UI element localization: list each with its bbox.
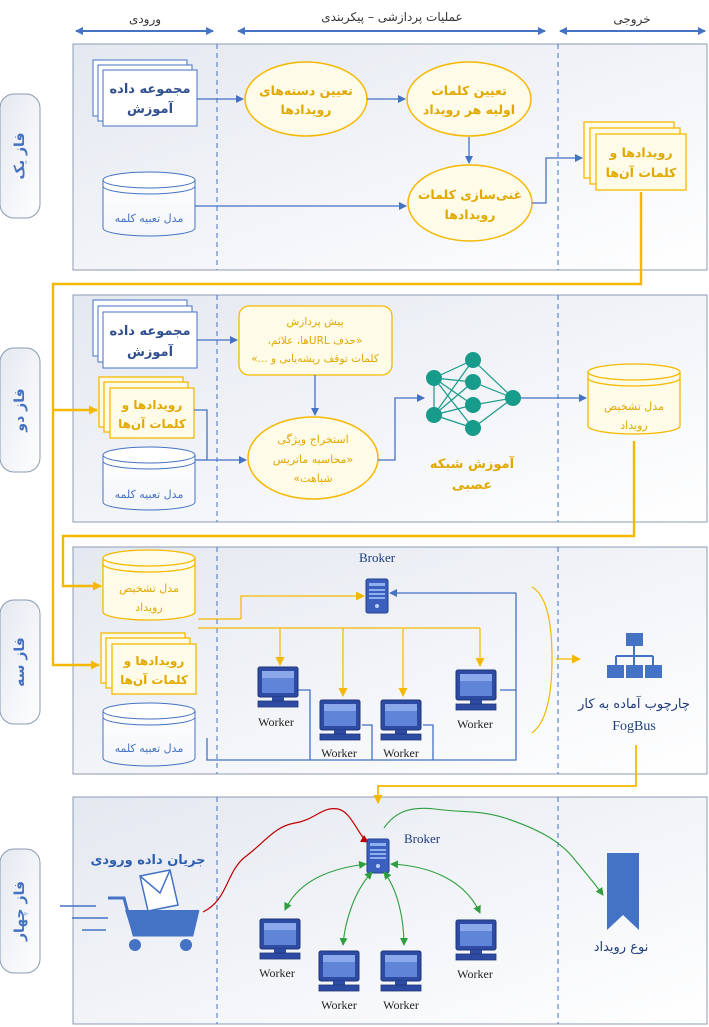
svg-text:غنی‌سازی کلمات: غنی‌سازی کلمات [418,187,522,202]
svg-text:رویداد: رویداد [135,601,162,614]
svg-text:Worker: Worker [258,715,294,729]
svg-text:رویدادها: رویدادها [281,102,332,117]
phase-1-label: فاز یک [12,133,28,180]
phase-1-content: مجموعه داده آموزش مدل تعبیه کلمه تعیین د… [92,59,687,242]
header-processing: عملیات پردازشی – پیکربندی [321,10,462,25]
phase-3-content: مدل تشخیص رویداد رویدادها و کلمات آن‌ها … [100,549,690,767]
computer-icon [318,950,360,992]
svg-text:پیش پردازش: پیش پردازش [286,316,343,328]
broker-label-3: Broker [359,550,396,565]
hierarchy-icon [607,633,662,678]
svg-text:Worker: Worker [321,998,357,1012]
input-stream-label: جریان داده ورودی [90,853,205,868]
svg-text:مدل تعبیه کلمه: مدل تعبیه کلمه [115,212,184,225]
server-icon [366,838,390,874]
initial-keywords-node [406,61,532,137]
word-embedding-model-db-2: مدل تعبیه کلمه [102,446,196,511]
svg-text:مدل تشخیص: مدل تشخیص [604,400,664,413]
svg-text:کلمات توقف ریشه‌یابی و ...»: کلمات توقف ریشه‌یابی و ...» [251,353,379,365]
svg-text:رویدادها و: رویدادها و [121,398,183,413]
svg-text:عصبی: عصبی [452,478,492,493]
phase-2-label: فاز دو [12,388,28,432]
word-embedding-model-db: مدل تعبیه کلمه [102,171,196,237]
event-detection-model-db: مدل تشخیص رویداد [587,363,681,435]
svg-text:استخراج ویژگی: استخراج ویژگی [277,433,348,446]
training-dataset-stack: مجموعه داده آموزش [92,59,198,127]
events-keywords-stack-2: رویدادها و کلمات آن‌ها [98,376,195,439]
computer-icon [257,666,299,708]
event-detection-model-db-3: مدل تشخیص رویداد [102,549,196,621]
phase-2-content: مجموعه داده آموزش رویدادها و کلمات آن‌ها… [92,299,681,511]
svg-text:شباهت»: شباهت» [293,472,332,485]
framework-name: FogBus [612,719,656,734]
bookmark-icon [607,853,639,930]
svg-text:تعیین دسته‌های: تعیین دسته‌های [259,83,353,98]
svg-text:آموزش شبکه: آموزش شبکه [430,455,515,472]
svg-text:Worker: Worker [457,967,493,981]
svg-text:تعیین کلمات: تعیین کلمات [431,83,507,98]
svg-text:کلمات آن‌ها: کلمات آن‌ها [120,672,188,687]
svg-text:Worker: Worker [259,966,295,980]
mail-cart-icon [60,869,200,951]
computer-icon [455,919,497,961]
computer-icon [380,699,422,741]
neural-network-icon [426,352,521,436]
phase-flow-lines [51,192,643,670]
svg-text:Worker: Worker [457,717,493,731]
phase-tab-3 [0,599,41,725]
events-keywords-output-stack: رویدادها و کلمات آن‌ها [583,121,687,191]
phase-4-label: فاز چهار [12,881,28,942]
broker-label-4: Broker [404,831,441,846]
svg-text:مدل تعبیه کلمه: مدل تعبیه کلمه [115,488,184,501]
server-icon [365,578,389,614]
phase-3-label: فاز سه [12,637,28,687]
svg-text:Worker: Worker [383,998,419,1012]
svg-text:کلمات آن‌ها: کلمات آن‌ها [606,165,677,180]
framework-label: چارچوب آماده به کار [577,695,690,712]
svg-text:Worker: Worker [321,746,357,760]
feature-extraction-node [247,416,379,500]
svg-text:آموزش: آموزش [127,343,174,360]
computer-icon [319,699,361,741]
training-dataset-stack-2: مجموعه داده آموزش [92,299,198,369]
phase-tab-4 [0,848,41,974]
svg-text:مدل تشخیص: مدل تشخیص [119,582,179,595]
event-type-label: نوع رویداد [594,940,649,955]
svg-text:Worker: Worker [383,746,419,760]
svg-text:مدل تعبیه کلمه: مدل تعبیه کلمه [115,742,184,755]
header-input: ورودی [129,12,161,27]
phase-tab-2 [0,347,41,473]
enrich-keywords-node [407,164,533,242]
svg-text:رویدادها: رویدادها [445,207,496,222]
svg-text:کلمات آن‌ها: کلمات آن‌ها [118,416,186,431]
svg-text:رویدادها و: رویدادها و [123,654,185,669]
phase-tabs: فاز یک فاز دو فاز سه فاز چهار [0,93,41,974]
computer-icon [455,669,497,711]
computer-icon [380,950,422,992]
column-headers: ورودی عملیات پردازشی – پیکربندی خروجی [75,10,706,35]
svg-text:رویدادها و: رویدادها و [608,145,672,160]
computer-icon [259,918,301,960]
svg-text:«حذف URLها، علائم،: «حذف URLها، علائم، [268,335,363,347]
events-keywords-stack-3: رویدادها و کلمات آن‌ها [100,632,197,695]
word-embedding-model-db-3: مدل تعبیه کلمه [102,702,196,767]
phase-4-content: جریان داده ورودی Broker [60,745,648,1012]
svg-text:مجموعه داده: مجموعه داده [109,82,190,97]
svg-text:آموزش: آموزش [127,100,174,117]
phase-tab-1 [0,93,41,219]
svg-text:مجموعه داده: مجموعه داده [109,324,190,339]
define-categories-node [244,61,368,137]
svg-text:رویداد: رویداد [620,419,647,432]
svg-text:«محاسبه ماتریس: «محاسبه ماتریس [273,453,353,466]
header-output: خروجی [613,12,650,27]
svg-text:اولیه هر رویداد: اولیه هر رویداد [423,102,515,117]
